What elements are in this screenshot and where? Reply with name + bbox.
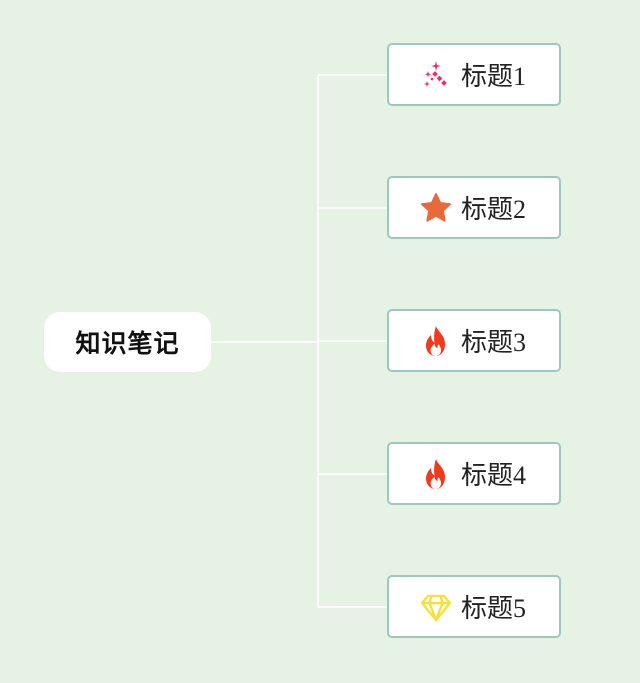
child-node-3-label: 标题3 xyxy=(461,328,527,357)
root-node[interactable]: 知识笔记 xyxy=(44,312,211,372)
connector-lines xyxy=(211,74,387,608)
diamond-icon xyxy=(419,590,453,624)
child-node-4-label: 标题4 xyxy=(461,461,527,490)
star-icon xyxy=(419,191,453,225)
child-node-2[interactable]: 标题2 xyxy=(387,176,561,239)
fire-icon xyxy=(419,457,453,491)
child-node-3[interactable]: 标题3 xyxy=(387,309,561,372)
child-node-1[interactable]: 标题1 xyxy=(387,43,561,106)
fire-icon xyxy=(419,324,453,358)
root-node-label: 知识笔记 xyxy=(75,329,180,358)
magic-wand-icon xyxy=(419,58,453,92)
child-node-2-label: 标题2 xyxy=(461,195,527,224)
child-node-4[interactable]: 标题4 xyxy=(387,442,561,505)
child-node-5-label: 标题5 xyxy=(461,594,527,623)
child-node-5[interactable]: 标题5 xyxy=(387,575,561,638)
child-node-1-label: 标题1 xyxy=(461,62,527,91)
